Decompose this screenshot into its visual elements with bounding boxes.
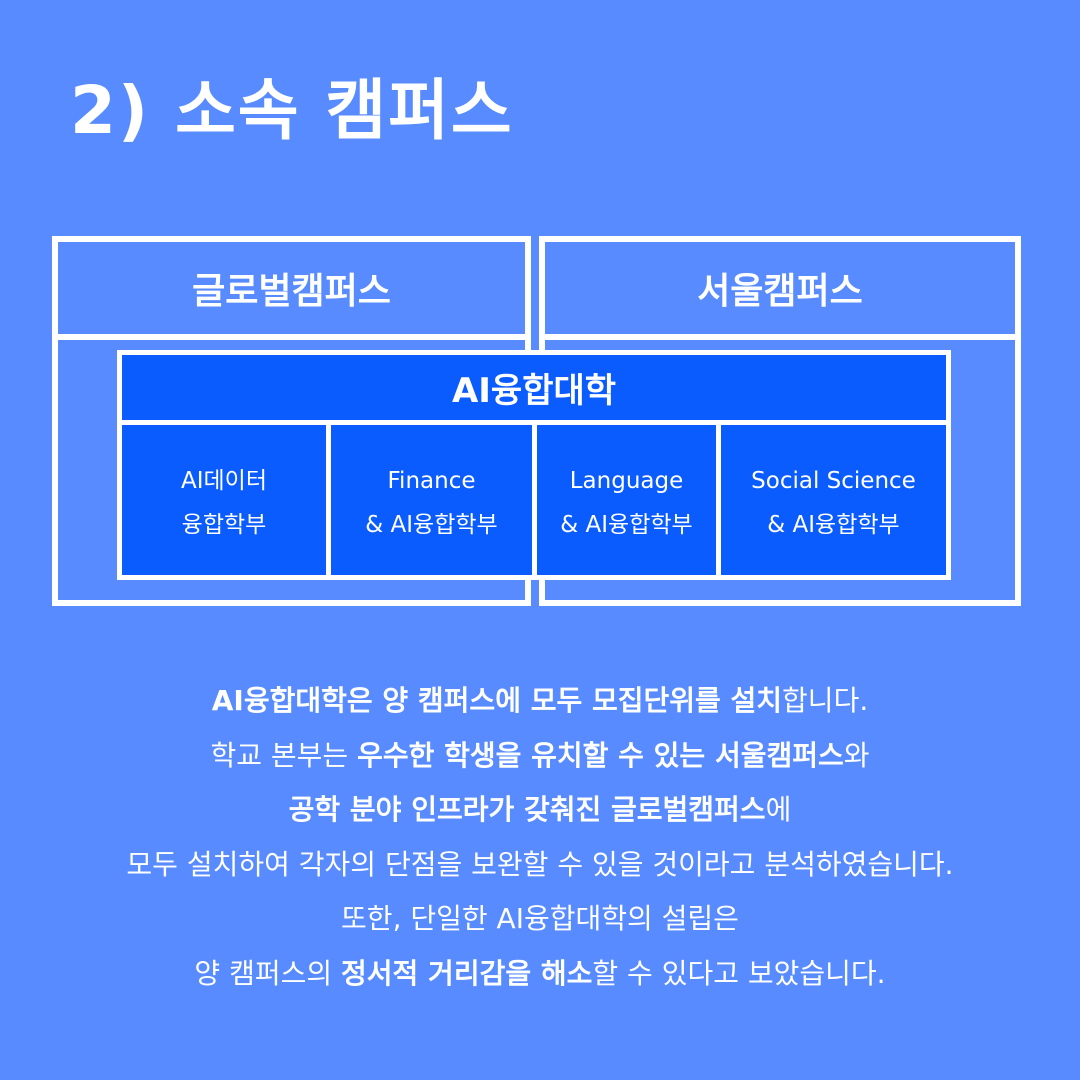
description-line-2: 학교 본부는 우수한 학생을 유치할 수 있는 서울캠퍼스와 — [0, 729, 1080, 784]
department-name-line2: & AI융합학부 — [767, 511, 900, 538]
department-name-line1: Finance — [387, 467, 476, 494]
description-line-3: 공학 분야 인프라가 갖춰진 글로벌캠퍼스에 — [0, 783, 1080, 838]
plain-text: 학교 본부는 — [210, 738, 358, 772]
department-list: AI데이터 융합학부 Finance & AI융합학부 Language & A… — [122, 425, 946, 580]
page-title: 2) 소속 캠퍼스 — [70, 72, 514, 149]
department-name-line1: AI데이터 — [181, 467, 267, 494]
highlight-text: AI융합대학은 양 캠퍼스에 모두 모집단위를 설치 — [211, 684, 783, 717]
plain-text: 와 — [843, 738, 870, 772]
department-ai-data: AI데이터 융합학부 — [122, 425, 331, 580]
description-line-6: 양 캠퍼스의 정서적 거리감을 해소할 수 있다고 보았습니다. — [0, 947, 1080, 1002]
description-line-1: AI융합대학은 양 캠퍼스에 모두 모집단위를 설치합니다. — [0, 674, 1080, 729]
highlight-text: 공학 분야 인프라가 갖춰진 글로벌캠퍼스 — [288, 793, 766, 826]
description-line-4: 모두 설치하여 각자의 단점을 보완할 수 있을 것이라고 분석하였습니다. — [126, 847, 954, 881]
department-name-line1: Language — [569, 467, 684, 494]
department-name-line1: Social Science — [751, 467, 916, 494]
plain-text: 에 — [765, 793, 792, 826]
department-language: Language & AI융합학부 — [537, 425, 721, 580]
global-campus-label: 글로벌캠퍼스 — [58, 242, 525, 340]
ai-college-box: AI융합대학 AI데이터 융합학부 Finance & AI융합학부 Langu… — [117, 350, 951, 580]
ai-college-title: AI융합대학 — [122, 355, 946, 425]
plain-text: 합니다. — [782, 684, 869, 717]
description-text: AI융합대학은 양 캠퍼스에 모두 모집단위를 설치합니다. 학교 본부는 우수… — [0, 674, 1080, 1001]
department-name-line2: & AI융합학부 — [560, 511, 693, 538]
plain-text: 할 수 있다고 보았습니다. — [592, 956, 886, 990]
department-name-line2: & AI융합학부 — [365, 511, 498, 538]
highlight-text: 정서적 거리감을 해소 — [341, 956, 593, 990]
description-line-5: 또한, 단일한 AI융합대학의 설립은 — [341, 902, 739, 935]
highlight-text: 우수한 학생을 유치할 수 있는 서울캠퍼스 — [357, 738, 844, 772]
plain-text: 양 캠퍼스의 — [194, 956, 342, 990]
department-finance: Finance & AI융합학부 — [331, 425, 537, 580]
department-name-line2: 융합학부 — [181, 511, 267, 538]
seoul-campus-label: 서울캠퍼스 — [545, 242, 1015, 340]
department-social-science: Social Science & AI융합학부 — [721, 425, 946, 580]
